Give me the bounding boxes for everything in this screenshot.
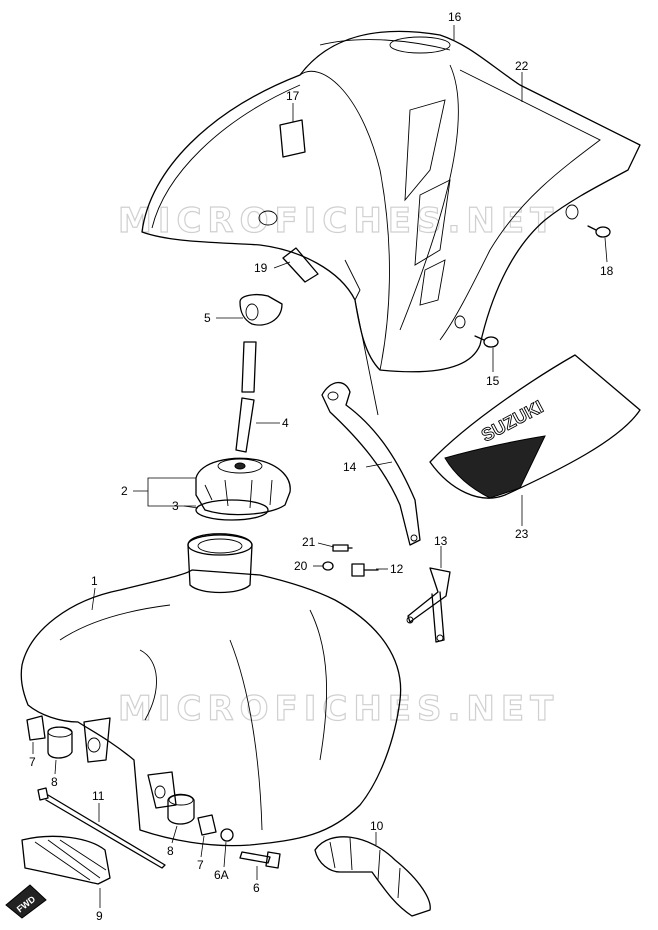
callout-13: 13	[434, 534, 448, 548]
callout-7-left: 7	[29, 755, 36, 769]
callout-12: 12	[390, 562, 404, 576]
breather-hose-part-4	[235, 341, 257, 453]
collar-part-20	[322, 561, 334, 571]
collar-part-7-left	[26, 715, 46, 741]
tie-strap-part-11	[37, 787, 166, 869]
callout-20: 20	[294, 559, 308, 573]
label-part-17	[279, 119, 306, 158]
fuel-tank-part-1	[20, 533, 402, 847]
clip-part-19	[282, 247, 319, 283]
callout-1: 1	[91, 574, 98, 588]
tank-cover-part-16	[141, 30, 641, 416]
callout-16: 16	[448, 10, 462, 24]
callout-6A: 6A	[214, 868, 229, 882]
watermark-top: MICROFICHES.NET	[118, 201, 559, 241]
grommet-part-8-left	[47, 726, 73, 759]
callout-15: 15	[486, 374, 500, 388]
callout-7-right: 7	[197, 858, 204, 872]
collar-part-7-right	[197, 814, 217, 836]
screw-part-18	[587, 225, 611, 238]
gasket-part-3	[195, 499, 269, 521]
bolt-part-12	[351, 563, 379, 577]
bolt-part-6	[239, 851, 281, 869]
callout-22: 22	[515, 59, 529, 73]
callout-11: 11	[92, 789, 105, 803]
callout-23: 23	[515, 527, 529, 541]
screw-part-15	[474, 335, 499, 348]
callout-10: 10	[370, 819, 384, 833]
callout-3: 3	[172, 499, 179, 513]
callout-8-left: 8	[51, 775, 58, 789]
callout-8-right: 8	[167, 844, 174, 858]
callout-6: 6	[253, 881, 260, 895]
callout-9: 9	[96, 909, 103, 923]
callout-4: 4	[282, 416, 289, 430]
callout-21: 21	[302, 535, 316, 549]
decal-part-23: SUZUKI	[429, 354, 641, 499]
bracket-part-14	[321, 381, 421, 546]
protector-part-10	[314, 836, 431, 917]
clip-part-13	[406, 567, 451, 643]
callout-18: 18	[600, 264, 614, 278]
fuel-cap-part-2	[195, 457, 291, 516]
grommet-part-8-right	[167, 793, 195, 825]
bolt-part-21	[332, 544, 353, 552]
callout-5: 5	[204, 311, 211, 325]
clamp-part-5	[239, 294, 283, 326]
watermark-bottom: MICROFICHES.NET	[118, 689, 559, 729]
cushion-part-9: FWD	[5, 835, 111, 919]
callout-14: 14	[343, 460, 357, 474]
callout-19: 19	[254, 261, 268, 275]
callout-labels: 16 22 17 18 19 5 15 4 14 2 3 23 21 13 20…	[29, 10, 614, 923]
callout-2: 2	[121, 484, 128, 498]
washer-part-6A	[220, 828, 234, 842]
callout-17: 17	[286, 89, 300, 103]
leader-lines	[32, 25, 608, 908]
